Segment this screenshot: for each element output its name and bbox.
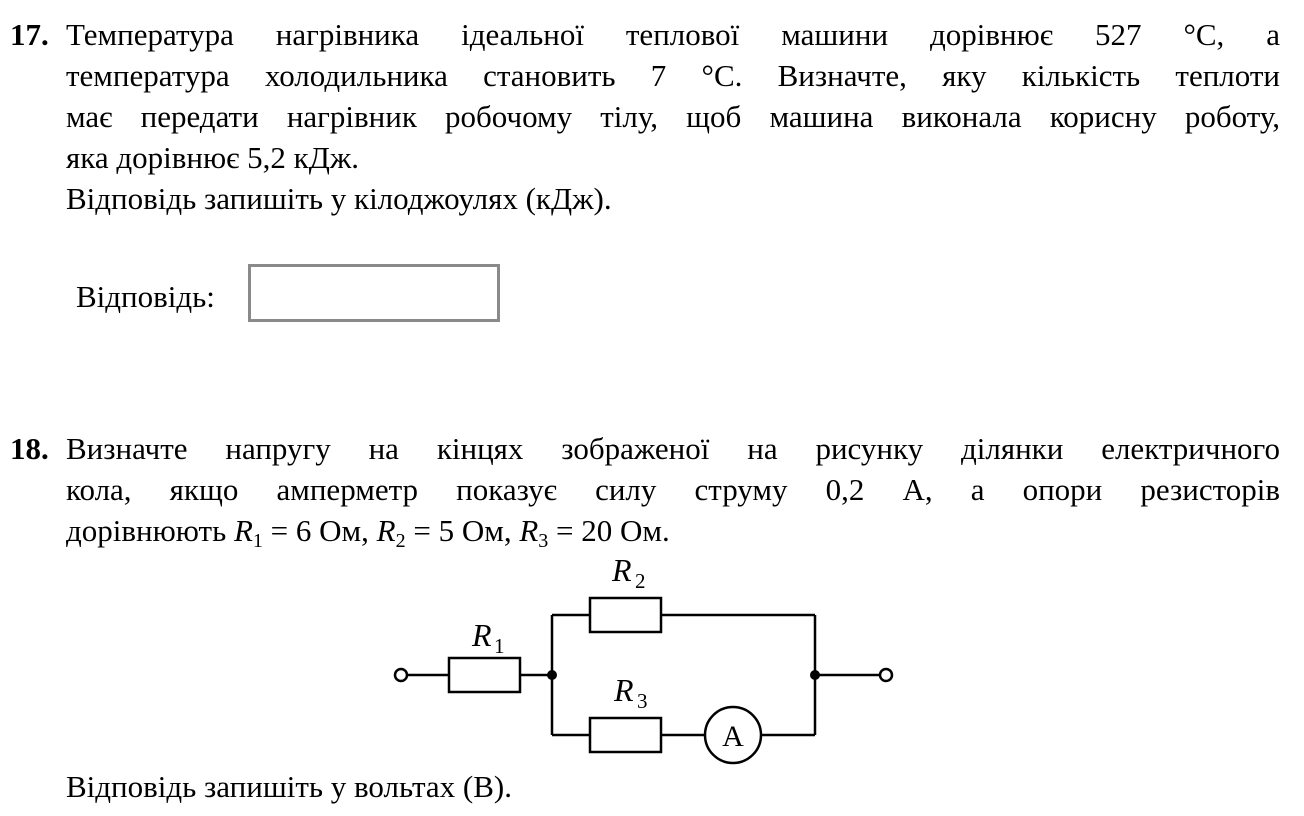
r3-label-subscript: 3: [637, 689, 648, 713]
circuit-diagram: R 1 R 2 R 3 A: [393, 552, 894, 765]
left-terminal: [393, 667, 409, 683]
r1-subscript: 1: [252, 530, 263, 552]
text-prefix: дорівнюють: [66, 513, 234, 548]
problem-number: 18.: [10, 431, 49, 466]
problem-text: Визначте напругу на кінцях зображеної на…: [66, 428, 1280, 551]
problem-number: 17.: [10, 17, 49, 52]
problem-text-line: Визначте напругу на кінцях зображеної на…: [66, 431, 1280, 466]
problem-text-line-resistances: дорівнюють R1 = 6 Ом, R2 = 5 Ом, R3 = 20…: [66, 510, 1280, 551]
resistor-r2: [588, 596, 663, 634]
junction-dot-left: [547, 670, 557, 680]
resistor-r3: [588, 716, 663, 754]
r2-symbol: R: [376, 513, 396, 548]
problem-text-line: кола, якщо амперметр показує силу струму…: [66, 472, 1280, 507]
answer-instruction: Відповідь запишіть у вольтах (В).: [66, 769, 512, 804]
r2-label-subscript: 2: [635, 569, 646, 593]
right-terminal: [878, 667, 894, 683]
r1-value: = 6 Ом,: [262, 513, 377, 548]
junction-dot-right: [810, 670, 820, 680]
answer-input-box[interactable]: [248, 264, 500, 322]
resistor-r1: [447, 656, 522, 694]
problem-text-line: температура холодильника становить 7 °С.…: [66, 58, 1280, 93]
problem-text-line: Температура нагрівника ідеальної теплово…: [66, 17, 1280, 52]
r1-symbol: R: [233, 513, 253, 548]
r3-label: R: [613, 672, 634, 708]
r2-subscript: 2: [395, 530, 406, 552]
r1-label: R: [471, 617, 492, 653]
problem-text-line: має передати нагрівник робочому тілу, що…: [66, 99, 1280, 134]
r3-value: = 20 Ом.: [548, 513, 670, 548]
answer-instruction: Відповідь запишіть у кілоджоулях (кДж).: [66, 181, 612, 216]
r3-symbol: R: [519, 513, 539, 548]
problem-18: 18. Визначте напругу на кінцях зображено…: [10, 428, 1280, 551]
problem-17: 17. Температура нагрівника ідеальної теп…: [10, 14, 1280, 322]
r3-subscript: 3: [538, 530, 549, 552]
r1-label-subscript: 1: [494, 634, 505, 658]
r2-value: = 5 Ом,: [405, 513, 520, 548]
ammeter-label: A: [722, 720, 744, 753]
answer-label: Відповідь:: [76, 279, 215, 314]
problem-text-line: яка дорівнює 5,2 кДж.: [66, 140, 360, 175]
r2-label: R: [611, 552, 632, 588]
problem-text: Температура нагрівника ідеальної теплово…: [66, 14, 1280, 219]
